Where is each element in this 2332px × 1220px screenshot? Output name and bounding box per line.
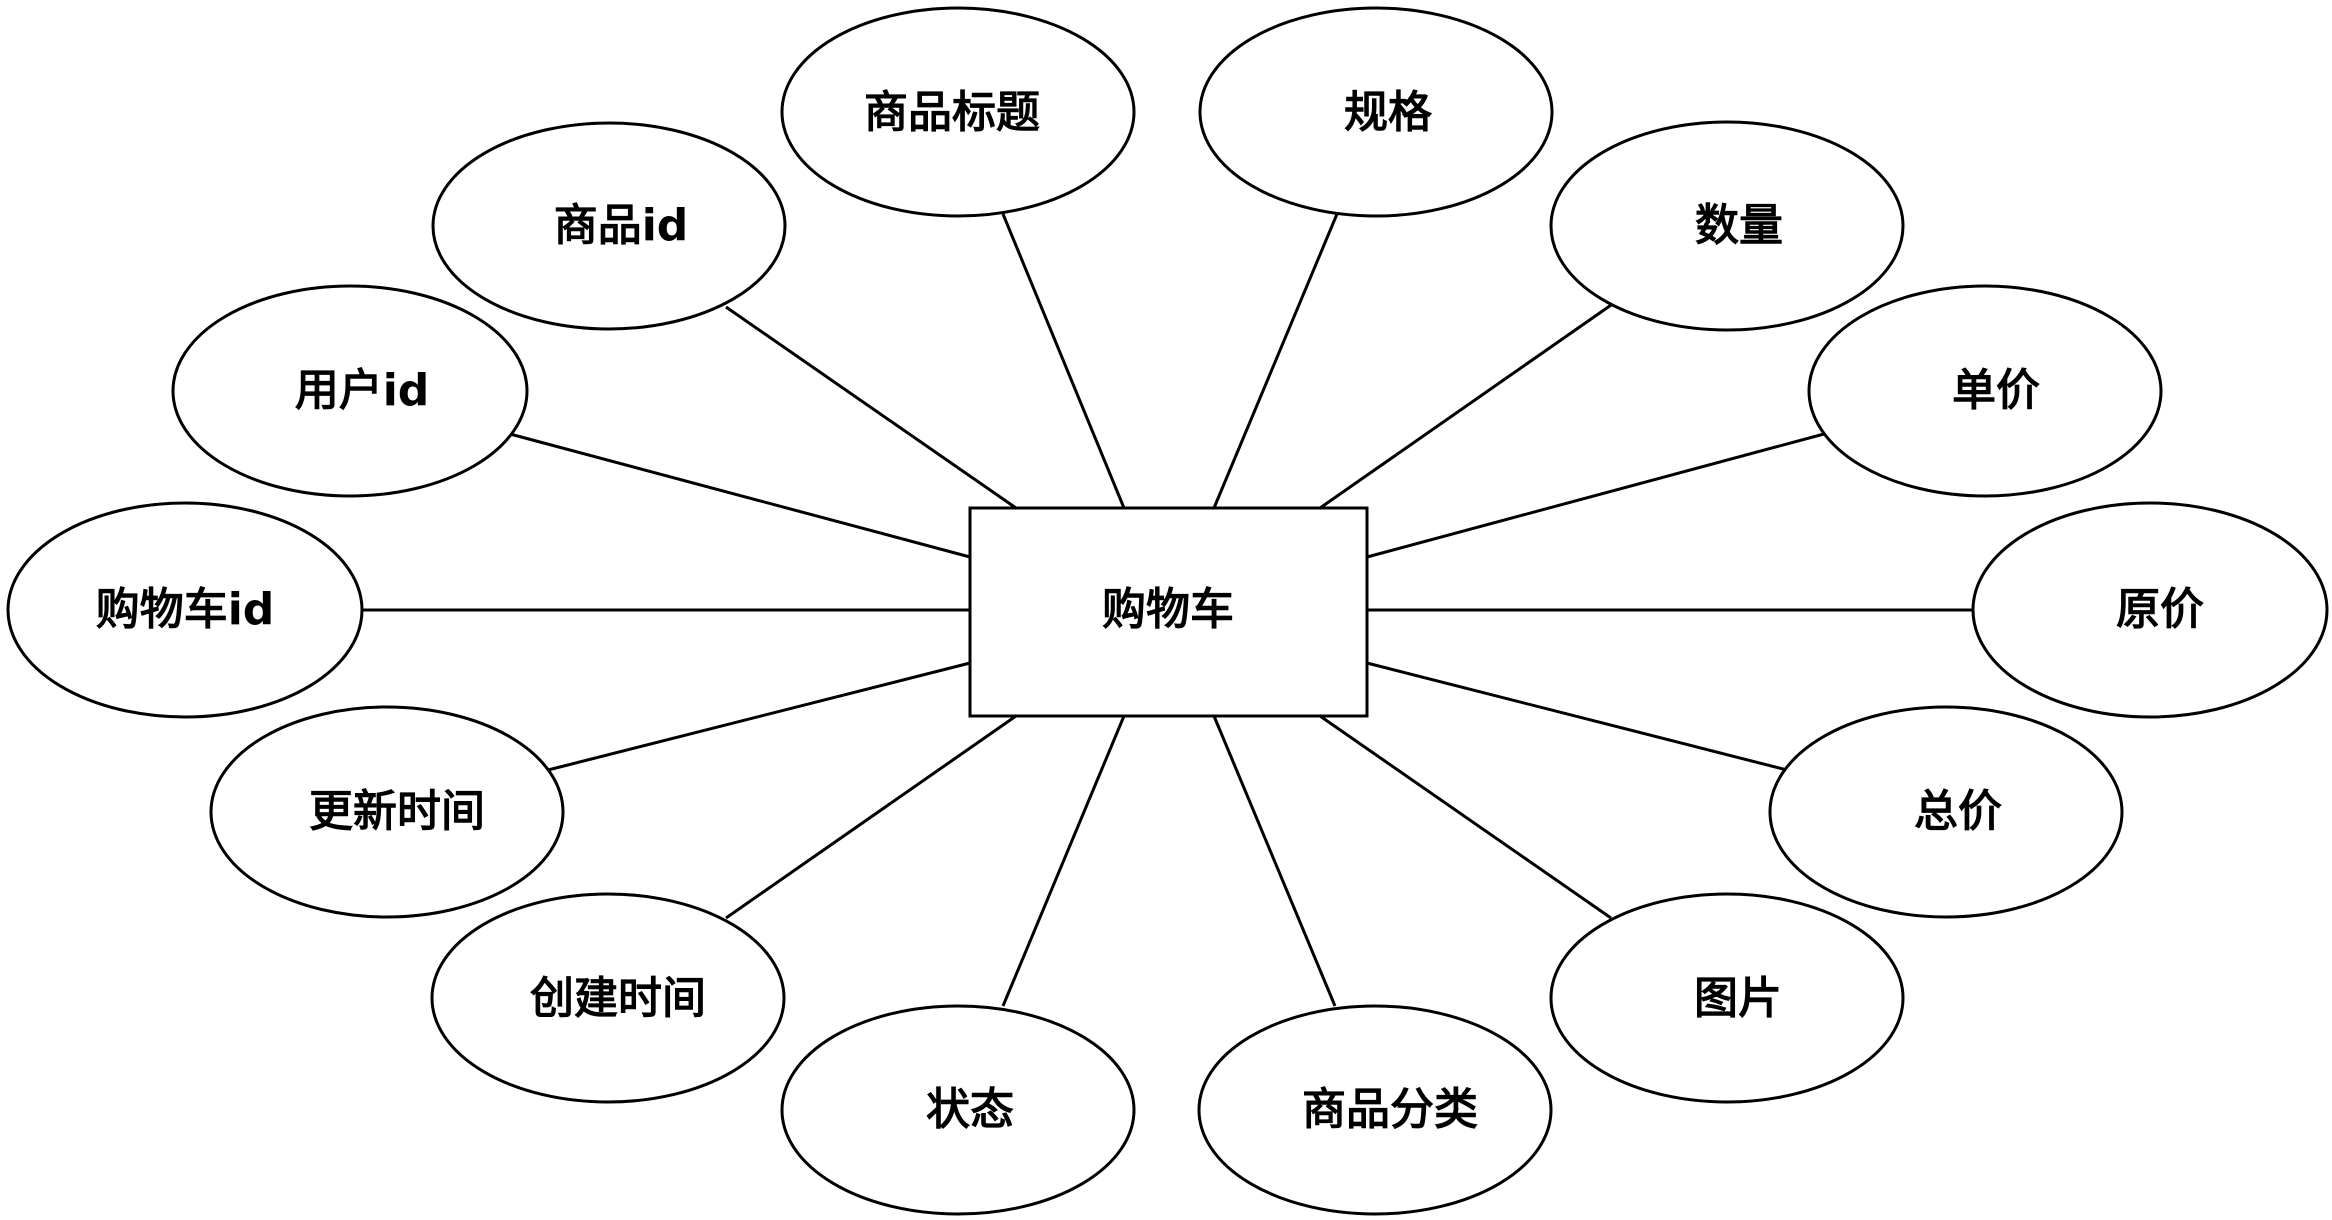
attribute-user-id: 用户id	[171, 284, 529, 498]
attribute-ellipse	[1198, 6, 1554, 218]
connectors	[362, 213, 1973, 1007]
attribute-ellipse	[171, 284, 529, 498]
attribute-cart-id: 购物车id	[6, 501, 364, 719]
attribute-unit-price: 单价	[1807, 284, 2163, 498]
attribute-product-id: 商品id	[431, 121, 787, 331]
edge-quantity	[1319, 301, 1615, 510]
attribute-label: 单价	[1952, 365, 2040, 416]
attribute-quantity: 数量	[1549, 120, 1905, 332]
attribute-ellipse	[209, 705, 565, 919]
attribute-label: 规格	[1344, 87, 1433, 138]
attribute-ellipse	[6, 501, 364, 719]
edge-user-id	[509, 432, 971, 559]
attribute-ellipse	[780, 6, 1136, 218]
attribute-ellipse	[430, 892, 786, 1104]
attribute-ellipse	[1197, 1004, 1553, 1216]
edge-create-time	[725, 714, 1017, 920]
attribute-ellipse	[1807, 284, 2163, 498]
entity-box	[968, 506, 1369, 718]
attribute-update-time: 更新时间	[209, 705, 565, 919]
edge-product-category	[1212, 715, 1337, 1007]
attribute-label: 更新时间	[309, 786, 485, 837]
edge-status	[1001, 715, 1126, 1007]
attribute-label: 总价	[1914, 786, 2002, 837]
attribute-ellipse	[1971, 501, 2329, 719]
attribute-image: 图片	[1549, 892, 1905, 1104]
attribute-label: 购物车id	[96, 584, 275, 635]
attribute-ellipse	[1549, 892, 1905, 1104]
attribute-label: 数量	[1695, 200, 1783, 251]
attribute-original-price: 原价	[1971, 501, 2329, 719]
entity-label: 购物车	[1102, 584, 1234, 635]
attribute-product-category: 商品分类	[1197, 1004, 1553, 1216]
attribute-label: 图片	[1694, 973, 1782, 1024]
edge-image	[1319, 714, 1612, 920]
edge-total-price	[1366, 661, 1788, 772]
attribute-label: 创建时间	[530, 973, 706, 1024]
attribute-total-price: 总价	[1768, 705, 2124, 919]
entity-cart: 购物车	[968, 506, 1369, 718]
attribute-ellipse	[1549, 120, 1905, 332]
attribute-label: 状态	[926, 1084, 1014, 1135]
edge-spec	[1212, 213, 1339, 509]
attribute-create-time: 创建时间	[430, 892, 786, 1104]
attribute-ellipse	[1768, 705, 2124, 919]
edge-unit-price	[1366, 432, 1825, 559]
attribute-label: 原价	[2116, 584, 2204, 635]
edge-update-time	[547, 661, 971, 772]
attribute-ellipse	[431, 121, 787, 331]
attribute-status: 状态	[780, 1004, 1136, 1216]
attribute-label: 商品标题	[864, 87, 1040, 138]
edge-product-id	[725, 305, 1017, 510]
attribute-spec: 规格	[1198, 6, 1554, 218]
attribute-label: 商品分类	[1302, 1084, 1478, 1135]
attribute-ellipse	[780, 1004, 1136, 1216]
attribute-label: 用户id	[295, 365, 430, 416]
attribute-label: 商品id	[554, 200, 689, 251]
edge-product-title	[1001, 213, 1126, 509]
attribute-product-title: 商品标题	[780, 6, 1136, 218]
